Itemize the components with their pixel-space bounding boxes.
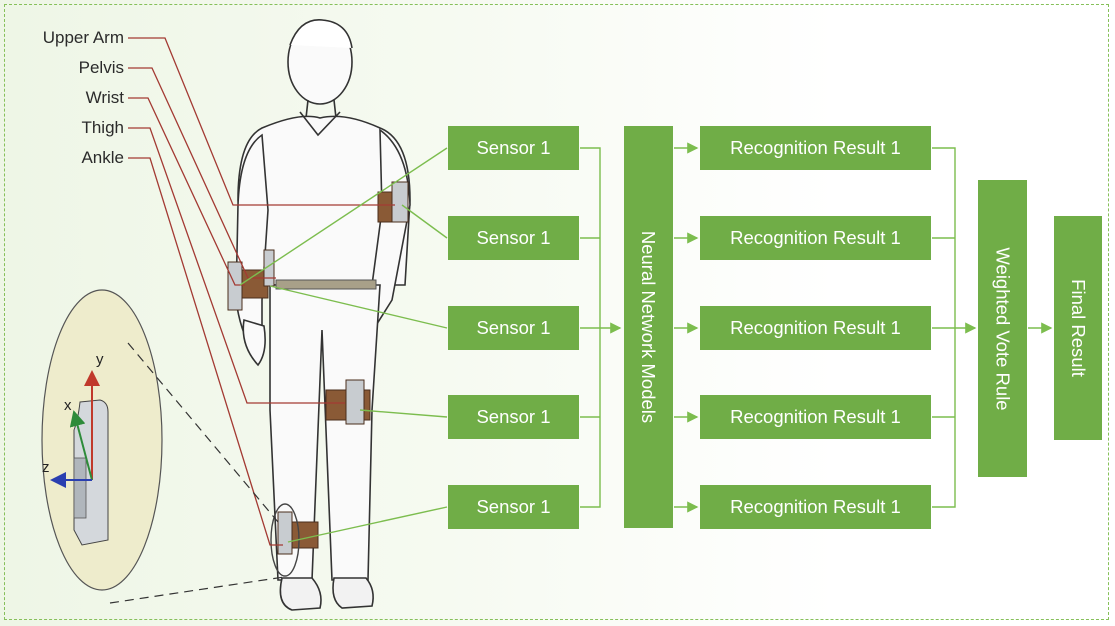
sensor-bands	[227, 181, 409, 555]
body-label-thigh: Thigh	[81, 118, 124, 137]
body-label-upper-arm: Upper Arm	[42, 28, 124, 47]
recognition-result-box-2: Recognition Result 1	[700, 216, 931, 260]
body-label-pelvis: Pelvis	[78, 58, 124, 77]
sensor-box-4: Sensor 1	[448, 395, 579, 439]
weighted-vote-box: Weighted Vote Rule	[978, 180, 1027, 477]
recognition-result-box-3: Recognition Result 1	[700, 306, 931, 350]
weighted-vote-label: Weighted Vote Rule	[992, 246, 1014, 411]
sensor-box-5: Sensor 1	[448, 485, 579, 529]
recognition-result-box-1: Recognition Result 1	[700, 126, 931, 170]
sensor-box-3: Sensor 1	[448, 306, 579, 350]
neural-network-box: Neural Network Models	[624, 126, 673, 528]
recognition-result-box-4: Recognition Result 1	[700, 395, 931, 439]
axis-label-y: y	[96, 351, 104, 368]
sensor-to-model-lines	[580, 147, 622, 508]
sensor-inset	[41, 289, 285, 604]
axis-label-x: x	[64, 397, 72, 414]
axis-label-z: z	[42, 459, 50, 476]
final-result-box: Final Result	[1054, 216, 1102, 440]
body-to-sensor-lines	[239, 147, 448, 543]
final-result-label: Final Result	[1068, 279, 1089, 377]
sensor-box-2: Sensor 1	[448, 216, 579, 260]
neural-network-label: Neural Network Models	[638, 230, 660, 424]
sensor-box-1: Sensor 1	[448, 126, 579, 170]
body-label-wrist: Wrist	[85, 88, 124, 107]
body-label-ankle: Ankle	[81, 148, 124, 167]
result-to-vote-lines	[932, 147, 977, 508]
model-to-result-lines	[674, 142, 699, 513]
recognition-result-box-5: Recognition Result 1	[700, 485, 931, 529]
